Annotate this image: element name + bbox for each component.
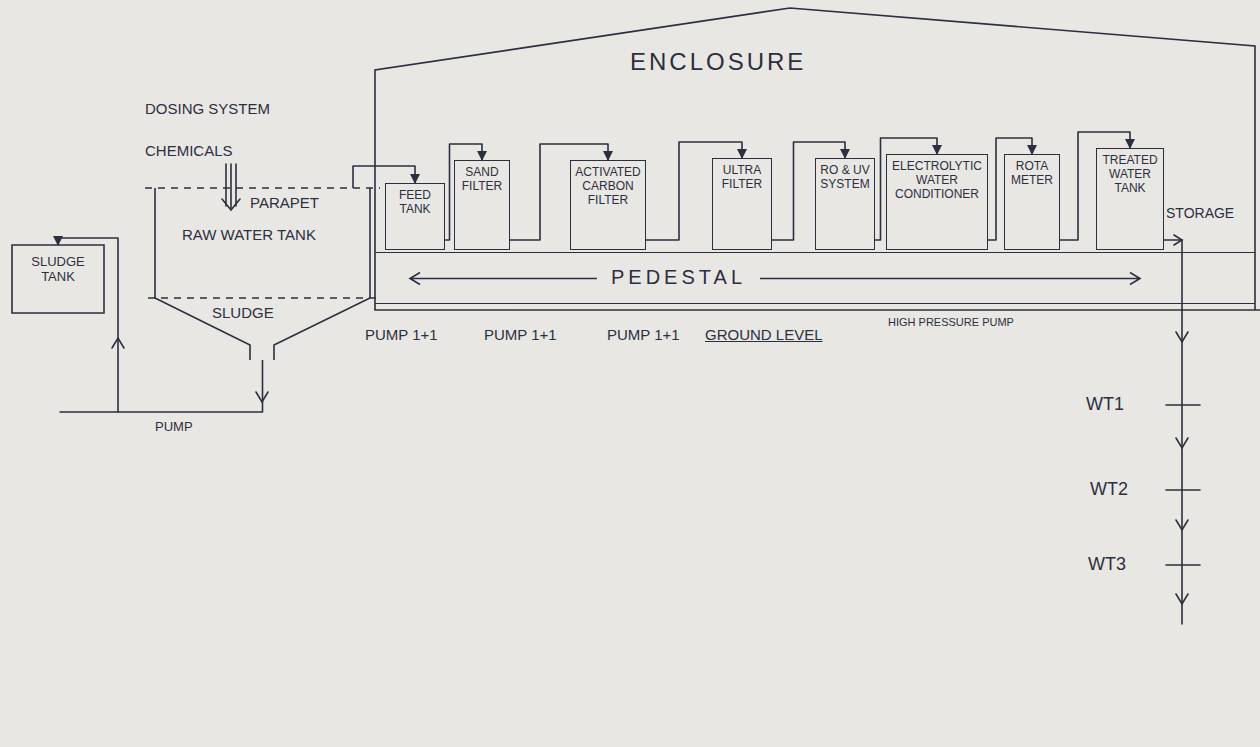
process-label: TREATED WATER TANK (1101, 154, 1159, 195)
process-box: ACTIVATED CARBON FILTER (570, 160, 646, 250)
shape-label: PEDESTAL (611, 266, 746, 289)
flow-arrowhead (1176, 520, 1188, 530)
plain-label: WT3 (1088, 554, 1126, 575)
process-label: RO & UV SYSTEM (820, 164, 870, 192)
span-arrows (375, 253, 1255, 305)
plain-label: PUMP 1+1 (365, 326, 438, 343)
plain-label: PUMP 1+1 (607, 326, 680, 343)
chemical-feed-line (225, 164, 227, 206)
outline-stroke (145, 187, 380, 189)
plain-label: HIGH PRESSURE PUMP (888, 316, 1014, 329)
shape-label: SLUDGE TANK (16, 255, 100, 285)
outline-stroke (148, 297, 377, 299)
tap-tick (1166, 489, 1200, 491)
tap-tick (1166, 564, 1200, 566)
raw-water-tank: PARAPET RAW WATER TANK SLUDGE (150, 188, 375, 360)
sludge-pipe (60, 411, 118, 413)
process-box: FEED TANK (385, 183, 445, 250)
process-box: ULTRA FILTER (712, 158, 772, 250)
process-box: ELECTROLYTIC WATER CONDITIONER (886, 154, 988, 250)
storage-pipe (1164, 240, 1182, 624)
shape-outline (150, 188, 375, 360)
pedestal-band: PEDESTAL (375, 252, 1255, 304)
sludge-tank: SLUDGE TANK (12, 245, 104, 313)
process-label: SAND FILTER (459, 166, 505, 194)
outline-stroke (12, 245, 104, 313)
ground-line (375, 309, 1260, 311)
process-box: SAND FILTER (454, 160, 510, 250)
shape-label: ENCLOSURE (630, 48, 806, 76)
process-label: ELECTROLYTIC WATER CONDITIONER (891, 160, 983, 201)
process-label: ROTA METER (1009, 160, 1055, 188)
chemical-feed-line (230, 164, 232, 208)
enclosure-outline: ENCLOSURE FEED TANK SAND FILTER ACTIVATED C… (375, 8, 1255, 310)
flow-arrowhead (1176, 594, 1188, 604)
chemical-arrowhead (222, 199, 240, 210)
flow-arrowhead (1176, 438, 1188, 448)
plain-label: STORAGE (1166, 205, 1234, 221)
process-label: ULTRA FILTER (717, 164, 767, 192)
plain-label: WT2 (1090, 479, 1128, 500)
plain-label: PUMP (155, 420, 193, 435)
pipe-connector (58, 238, 263, 412)
plain-label: WT1 (1086, 394, 1124, 415)
plain-label: DOSING SYSTEM (145, 100, 270, 117)
flow-arrowhead (1174, 235, 1182, 245)
outline-stroke (375, 8, 1255, 310)
plain-label: GROUND LEVEL (705, 326, 823, 343)
shape-label: RAW WATER TANK (182, 226, 316, 243)
outline-stroke (155, 188, 370, 360)
process-box: ROTA METER (1004, 154, 1060, 250)
span-arrow (410, 273, 597, 285)
plain-label: PUMP 1+1 (484, 326, 557, 343)
tap-tick (1166, 404, 1200, 406)
process-box: TREATED WATER TANK (1096, 148, 1164, 250)
flow-arrowhead (1176, 332, 1188, 342)
span-arrow (760, 273, 1140, 285)
process-label: ACTIVATED CARBON FILTER (575, 166, 641, 207)
pipe-connector (772, 142, 845, 240)
shape-label: SLUDGE (212, 304, 274, 321)
process-label: FEED TANK (390, 189, 440, 217)
pipe-connector (646, 142, 742, 240)
shape-label: PARAPET (250, 194, 319, 211)
chemical-feed-line (235, 164, 237, 206)
process-box: RO & UV SYSTEM (815, 158, 875, 250)
pipe-connector (353, 166, 415, 188)
plain-label: CHEMICALS (145, 142, 233, 159)
